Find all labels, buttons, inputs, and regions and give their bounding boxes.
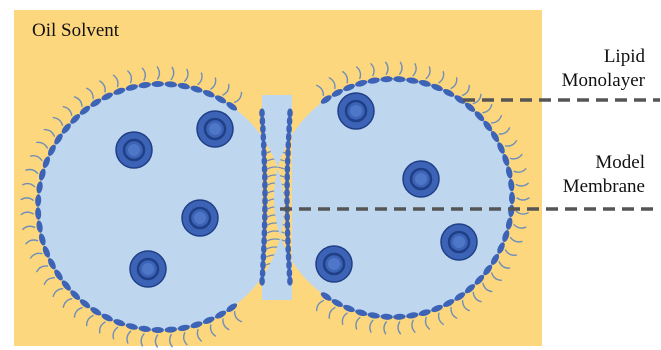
bilayer-head-left: [259, 108, 265, 117]
bilayer-head-left: [261, 252, 267, 261]
model-membrane-label-line2: Membrane: [563, 176, 645, 198]
bilayer-head-right: [285, 244, 291, 253]
bilayer-head-right: [286, 260, 292, 269]
bilayer-head-left: [262, 220, 268, 229]
bilayer-head-left: [260, 124, 266, 133]
vesicle: [197, 111, 233, 147]
vesicle: [116, 132, 152, 168]
bilayer-head-left: [262, 196, 268, 205]
bilayer-head-right: [287, 108, 293, 117]
lipid-monolayer-label-line1: Lipid: [604, 46, 645, 68]
bilayer-head-right: [285, 164, 291, 173]
bilayer-head-left: [261, 244, 267, 253]
oil-solvent-label: Oil Solvent: [32, 20, 119, 42]
bilayer-head-right: [285, 220, 291, 229]
bilayer-head-left: [262, 188, 268, 197]
bilayer-head-right: [285, 228, 291, 237]
bilayer-head-right: [286, 140, 292, 149]
lipid-monolayer-label-line2: Monolayer: [562, 70, 645, 92]
bilayer-head-left: [261, 140, 267, 149]
right-droplet-lipid-head: [509, 192, 515, 204]
bilayer-head-right: [285, 236, 291, 245]
bilayer-head-right: [284, 172, 290, 181]
vesicle: [182, 200, 218, 236]
bilayer-head-left: [261, 132, 267, 141]
vesicle: [130, 251, 166, 287]
bilayer-head-left: [262, 172, 268, 181]
bilayer-head-right: [284, 196, 290, 205]
bilayer-head-left: [262, 204, 268, 213]
bilayer-head-left: [262, 180, 268, 189]
bilayer-head-left: [262, 212, 268, 221]
bilayer-head-left: [261, 236, 267, 245]
vesicle: [403, 161, 439, 197]
bilayer-head-left: [260, 260, 266, 269]
bilayer-head-right: [284, 180, 290, 189]
bilayer-head-right: [286, 252, 292, 261]
bilayer-head-left: [260, 268, 266, 277]
bilayer-head-right: [285, 156, 291, 165]
vesicle: [338, 93, 374, 129]
bilayer-head-right: [287, 116, 293, 125]
bilayer-head-left: [262, 164, 268, 173]
vesicle: [441, 224, 477, 260]
bilayer-head-right: [284, 212, 290, 221]
bilayer-head-left: [259, 276, 265, 285]
aqueous-droplets: [38, 79, 512, 330]
model-membrane-label-line1: Model: [595, 152, 645, 174]
bilayer-head-right: [286, 132, 292, 141]
bilayer-head-left: [262, 228, 268, 237]
bilayer-head-right: [284, 188, 290, 197]
bilayer-head-right: [286, 124, 292, 133]
bilayer-head-right: [287, 276, 293, 285]
vesicle: [316, 246, 352, 282]
bilayer-head-right: [285, 148, 291, 157]
bilayer-head-left: [260, 116, 266, 125]
bilayer-head-left: [261, 148, 267, 157]
bilayer-head-left: [262, 156, 268, 165]
bilayer-head-right: [287, 268, 293, 277]
